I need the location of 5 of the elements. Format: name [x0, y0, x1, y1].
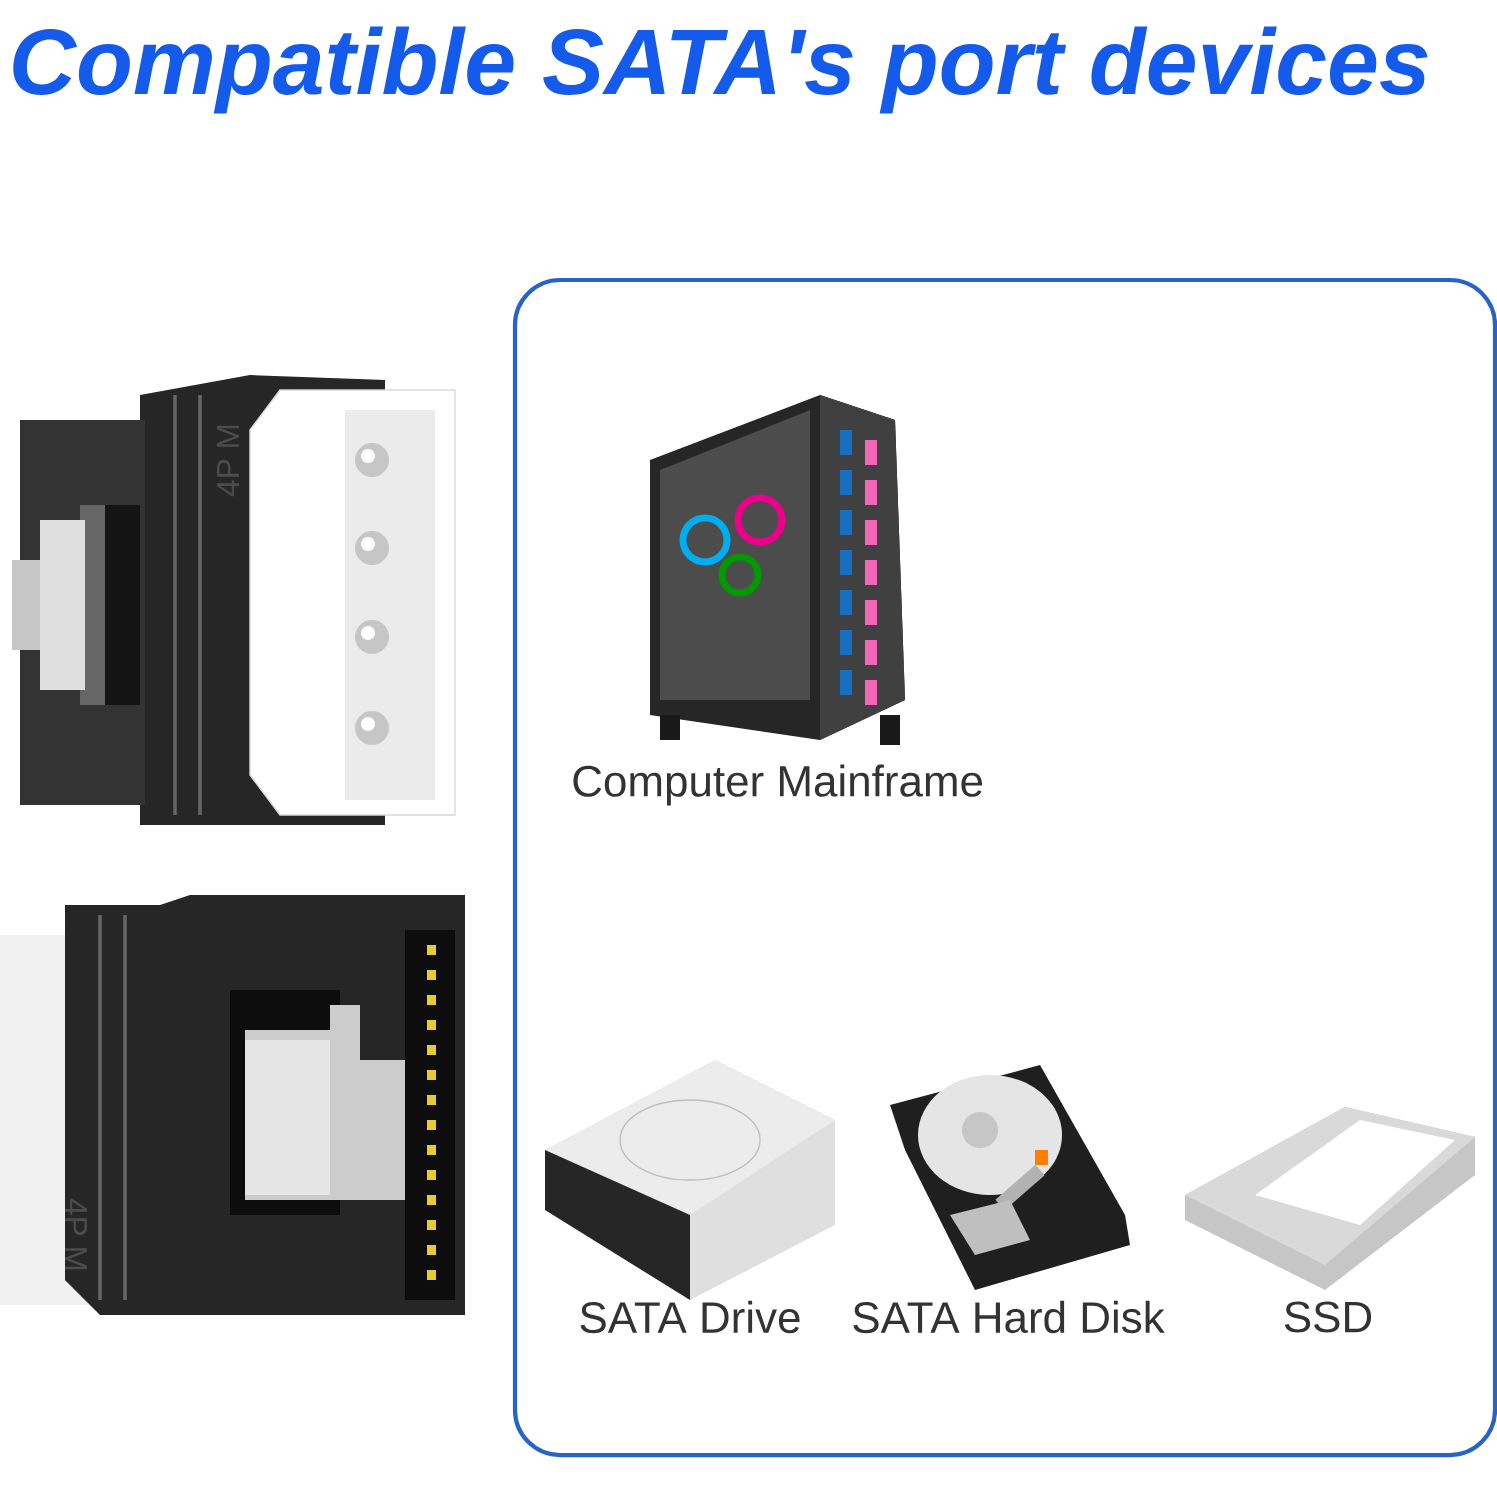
- title: Compatible SATA's port devices: [13, 26, 1428, 114]
- caption: Computer Mainframe: [573, 764, 983, 806]
- caption: SATA Hard Disk: [853, 1300, 1165, 1334]
- caption: SSD: [1284, 1301, 1372, 1333]
- caption: SATA Drive: [580, 1300, 800, 1334]
